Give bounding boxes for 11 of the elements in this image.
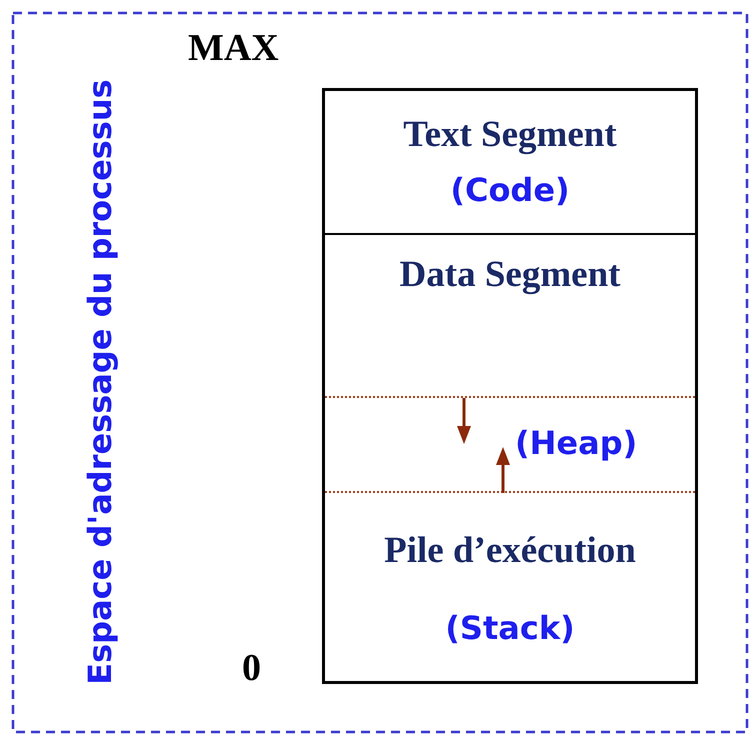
memory-block [322,88,698,684]
segment-title: Pile d’exécution [383,529,637,572]
segment-subtitle: (Stack) [444,609,576,647]
axis-title: Espace d'adressage du processus [82,78,118,687]
segment-title: Text Segment [402,113,618,156]
segment-title: Data Segment [398,253,622,296]
segment-subtitle: (Heap) [515,424,638,462]
segment-subtitle: (Code) [449,171,571,209]
address-label: 0 [242,646,261,690]
address-label: MAX [188,26,279,70]
heap-band [325,396,695,493]
